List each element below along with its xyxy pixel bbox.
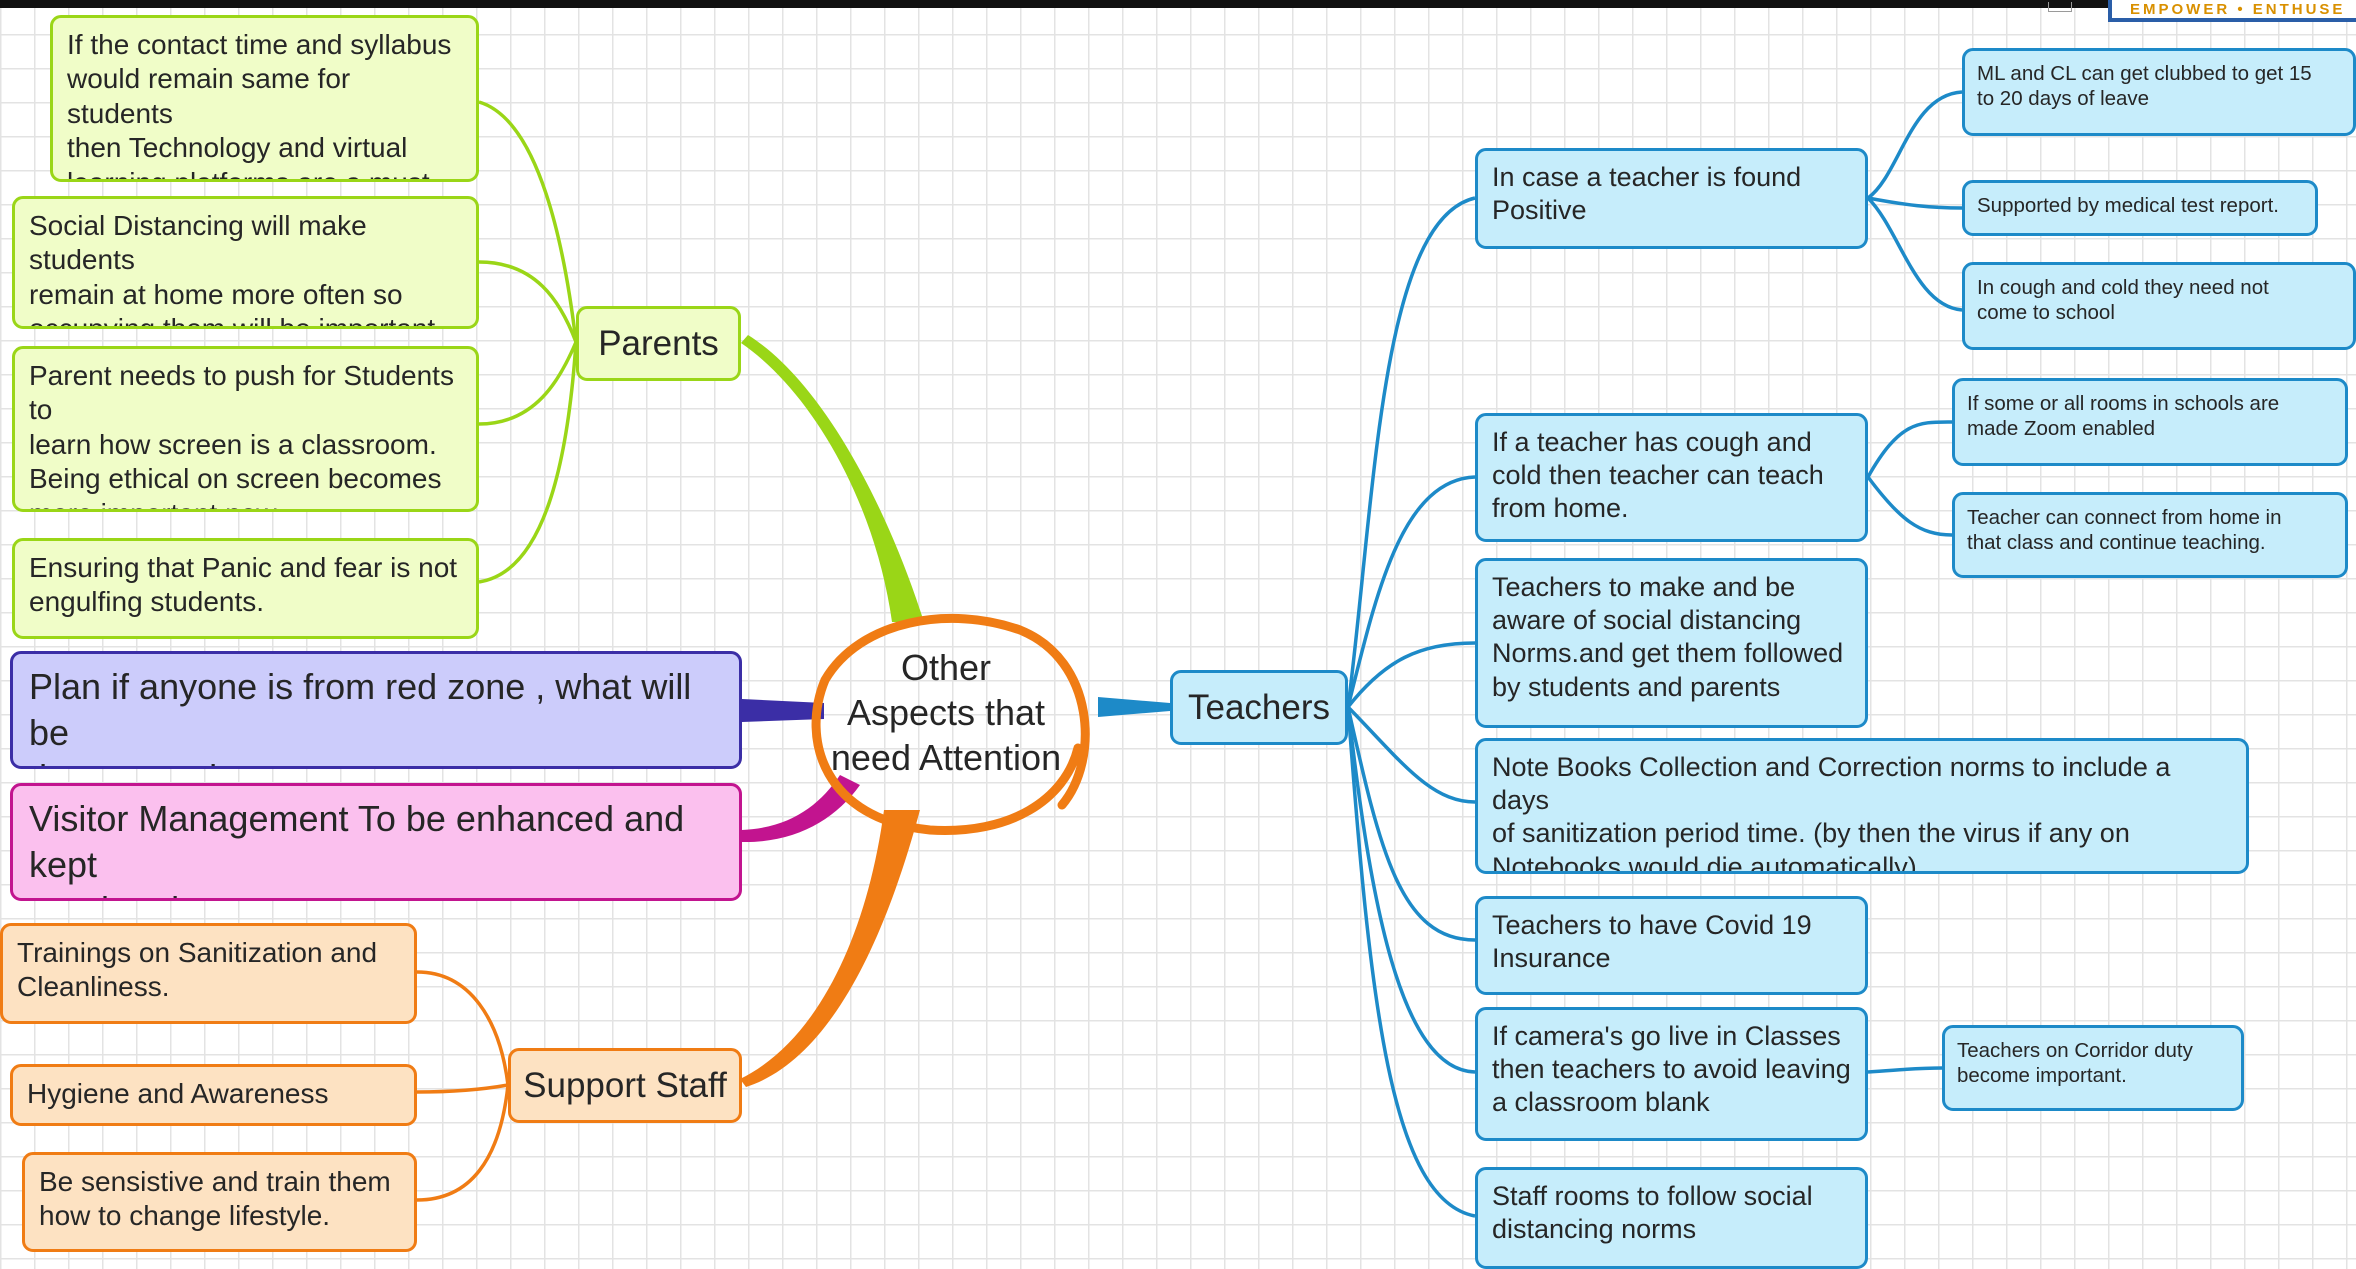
window-restore-icon[interactable] <box>2048 2 2072 12</box>
teachers-branch[interactable]: Teachers <box>1170 670 1348 745</box>
teachers-item-teach-from-home[interactable]: If a teacher has cough and cold then tea… <box>1475 413 1868 542</box>
parents-item-screen-classroom[interactable]: Parent needs to push for Students to lea… <box>12 346 479 512</box>
brand-tagline: EMPOWER • ENTHUSE <box>2108 0 2356 22</box>
central-ring <box>811 613 1090 835</box>
support-staff-item-sensitive[interactable]: Be sensistive and train them how to chan… <box>22 1152 417 1252</box>
parents-item-social-distancing[interactable]: Social Distancing will make students rem… <box>12 196 479 329</box>
red-zone-protocol[interactable]: Plan if anyone is from red zone , what w… <box>10 651 742 769</box>
teachers-item-notebooks[interactable]: Note Books Collection and Correction nor… <box>1475 738 2249 874</box>
teachers-item-social-distancing[interactable]: Teachers to make and be aware of social … <box>1475 558 1868 728</box>
support-staff-item-trainings[interactable]: Trainings on Sanitization and Cleanlines… <box>0 923 417 1024</box>
teachers-subitem-corridor-duty[interactable]: Teachers on Corridor duty become importa… <box>1942 1025 2244 1111</box>
support-staff-sub-lines <box>416 970 510 1202</box>
teachers-sub-lines <box>1346 90 1963 1218</box>
red-zone-branch-line <box>742 699 824 722</box>
teachers-item-positive[interactable]: In case a teacher is found Positive <box>1475 148 1868 249</box>
parents-branch[interactable]: Parents <box>576 306 741 381</box>
top-bar <box>0 0 2356 8</box>
teachers-item-staff-rooms[interactable]: Staff rooms to follow social distancing … <box>1475 1167 1868 1269</box>
visitor-management[interactable]: Visitor Management To be enhanced and ke… <box>10 783 742 901</box>
teachers-branch-line <box>1098 697 1170 717</box>
teachers-subitem-leave[interactable]: ML and CL can get clubbed to get 15 to 2… <box>1962 48 2356 136</box>
parents-sub-lines <box>478 100 578 584</box>
teachers-item-insurance[interactable]: Teachers to have Covid 19 Insurance <box>1475 896 1868 995</box>
teachers-subitem-zoom[interactable]: If some or all rooms in schools are made… <box>1952 378 2348 466</box>
teachers-item-camera-live[interactable]: If camera's go live in Classes then teac… <box>1475 1007 1868 1141</box>
central-topic[interactable]: Other Aspects that need Attention <box>830 646 1062 778</box>
teachers-subitem-medical-report[interactable]: Supported by medical test report. <box>1962 180 2318 236</box>
support-staff-branch[interactable]: Support Staff <box>508 1048 742 1123</box>
visitor-branch-line <box>742 775 860 843</box>
parents-item-technology[interactable]: If the contact time and syllabus would r… <box>50 15 479 182</box>
parents-item-panic-fear[interactable]: Ensuring that Panic and fear is not engu… <box>12 538 479 639</box>
teachers-subitem-cough-cold[interactable]: In cough and cold they need not come to … <box>1962 262 2356 350</box>
parents-branch-line <box>741 335 924 622</box>
teachers-subitem-connect-home[interactable]: Teacher can connect from home in that cl… <box>1952 492 2348 578</box>
support-staff-branch-line <box>740 810 920 1087</box>
support-staff-item-hygiene[interactable]: Hygiene and Awareness <box>10 1064 417 1126</box>
